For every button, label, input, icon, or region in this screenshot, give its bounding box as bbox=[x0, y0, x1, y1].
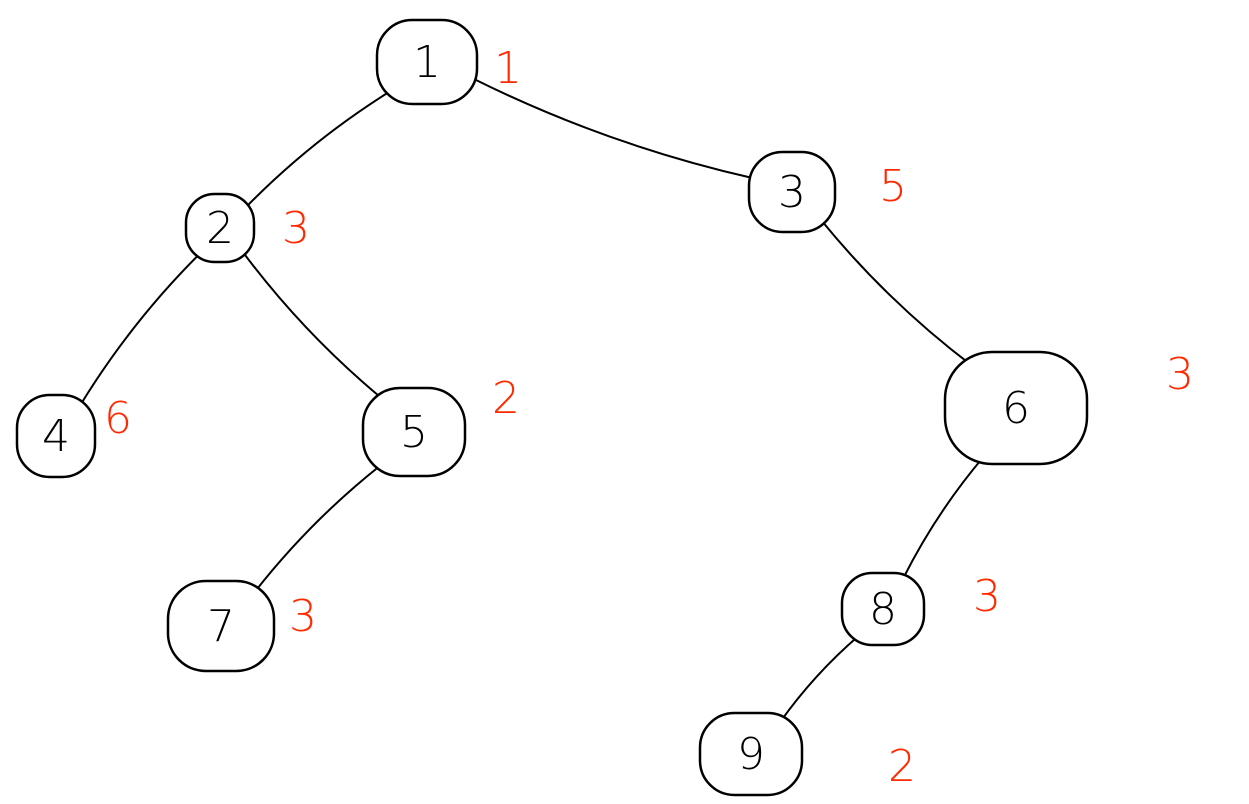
node-4-annotation: 6 bbox=[104, 393, 132, 444]
node-1-annotation: 1 bbox=[494, 43, 522, 94]
node-8-shape bbox=[840, 571, 926, 647]
node-7: 7 bbox=[166, 579, 276, 673]
node-2-shape bbox=[184, 192, 256, 264]
node-8-label: 8 bbox=[869, 584, 897, 635]
edge-2-5 bbox=[241, 250, 384, 401]
edge-2-4 bbox=[79, 252, 201, 407]
node-9-label: 9 bbox=[737, 729, 765, 780]
node-3-label: 3 bbox=[778, 167, 806, 218]
node-5: 5 bbox=[361, 386, 467, 478]
edge-1-3 bbox=[470, 76, 755, 180]
node-6-annotation: 3 bbox=[1166, 349, 1194, 400]
node-4-label: 4 bbox=[42, 411, 70, 462]
node-1: 1 bbox=[375, 18, 479, 106]
node-2-annotation: 3 bbox=[282, 203, 310, 254]
edges-layer bbox=[79, 76, 986, 723]
node-8-annotation: 3 bbox=[973, 571, 1001, 622]
node-8: 8 bbox=[840, 571, 926, 647]
node-3-annotation: 5 bbox=[879, 161, 907, 212]
node-2: 2 bbox=[184, 192, 256, 264]
node-3-shape bbox=[747, 150, 837, 234]
node-9-shape bbox=[698, 711, 804, 797]
node-7-annotation: 3 bbox=[289, 591, 317, 642]
edge-8-9 bbox=[779, 635, 860, 723]
node-9: 9 bbox=[698, 711, 804, 797]
node-7-label: 7 bbox=[207, 601, 235, 652]
edge-6-8 bbox=[901, 455, 986, 580]
node-6-shape bbox=[943, 350, 1089, 466]
node-2-label: 2 bbox=[206, 203, 234, 254]
node-1-shape bbox=[375, 18, 479, 106]
node-4: 4 bbox=[15, 393, 97, 479]
node-1-label: 1 bbox=[413, 37, 441, 88]
edge-1-2 bbox=[244, 89, 393, 209]
node-6: 6 bbox=[943, 350, 1089, 466]
node-5-annotation: 2 bbox=[492, 373, 520, 424]
node-6-label: 6 bbox=[1002, 383, 1030, 434]
node-9-annotation: 2 bbox=[888, 741, 916, 792]
edge-5-7 bbox=[253, 463, 383, 594]
edge-3-6 bbox=[819, 218, 974, 367]
node-7-shape bbox=[166, 579, 276, 673]
node-5-label: 5 bbox=[400, 407, 428, 458]
node-5-shape bbox=[361, 386, 467, 478]
node-3: 3 bbox=[747, 150, 837, 234]
node-4-shape bbox=[15, 393, 97, 479]
